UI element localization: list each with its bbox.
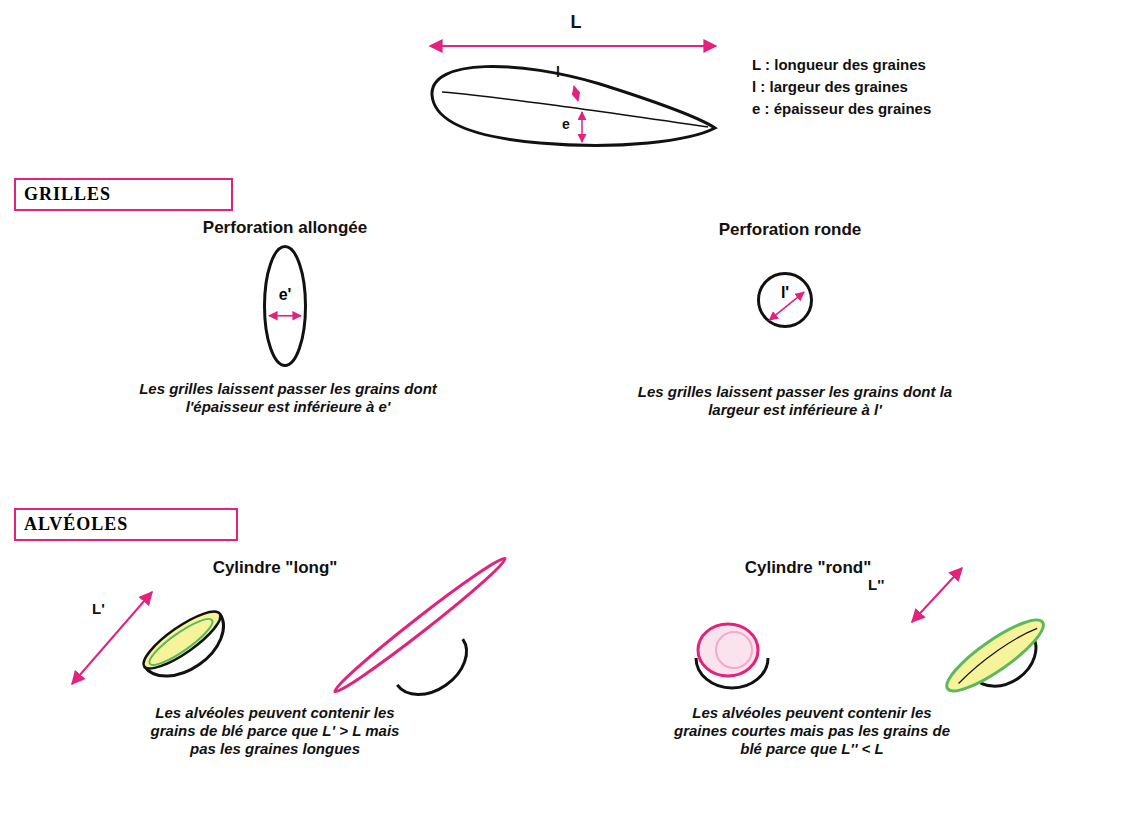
seed-face	[442, 92, 708, 127]
dimension-arrow	[269, 315, 301, 317]
section-title: ALVÉOLES	[24, 514, 128, 535]
legend-text: l : largeur des graines	[752, 78, 1092, 96]
dimension-label: L''	[868, 576, 908, 594]
seed-outline	[432, 66, 715, 145]
subheading: Perforation allongée	[145, 218, 425, 238]
section-title: GRILLES	[24, 184, 111, 205]
legend-text: L : longueur des graines	[752, 56, 1092, 74]
legend-text: e : épaisseur des graines	[752, 100, 1092, 118]
width-arrow	[574, 86, 578, 101]
round-perforation: l'	[757, 272, 813, 328]
dimension-label: e'	[279, 286, 292, 304]
elongated-perforation: e'	[263, 245, 307, 367]
alveole-short-seed	[696, 624, 768, 688]
caption-text: Les alvéoles peuvent contenir les grains…	[140, 704, 410, 758]
alveole-empty	[397, 639, 479, 708]
long-seed	[331, 553, 510, 697]
caption-text: Les alvéoles peuvent contenir les graine…	[672, 704, 952, 758]
caption-text: Les grilles laissent passer les grains d…	[615, 383, 975, 419]
short-alveole-length-arrow	[912, 568, 962, 622]
section-heading: ALVÉOLES	[14, 508, 238, 541]
dimension-label: L'	[92, 600, 122, 618]
thickness-arrow	[581, 112, 583, 142]
dimension-label: l	[556, 64, 570, 81]
caption-text: Les grilles laissent passer les grains d…	[108, 380, 468, 416]
dimension-label: l'	[781, 284, 789, 302]
dimension-label: e	[562, 116, 576, 133]
subheading: Cylindre "rond"	[678, 558, 938, 578]
alveole-wheat-too-long	[939, 610, 1061, 715]
length-arrow	[430, 45, 716, 47]
subheading: Perforation ronde	[650, 220, 930, 240]
section-heading: GRILLES	[14, 178, 233, 211]
dimension-label: L	[566, 12, 586, 34]
alveole-wheat	[137, 603, 237, 691]
ellipse-outline	[263, 245, 307, 367]
subheading: Cylindre "long"	[145, 558, 405, 578]
alveole-length-arrow	[72, 592, 152, 684]
